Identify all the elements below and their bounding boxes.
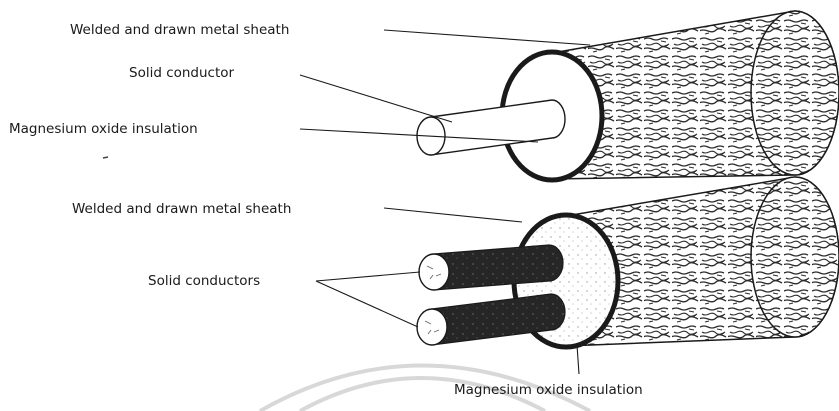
label-top-insulation: Magnesium oxide insulation: [9, 121, 198, 137]
label-bottom-sheath: Welded and drawn metal sheath: [72, 201, 291, 217]
label-top-conductor: Solid conductor: [129, 65, 235, 81]
bottom-cable: [417, 177, 839, 347]
label-bottom-conductors: Solid conductors: [148, 273, 260, 289]
stray-mark: [103, 157, 108, 158]
label-top-sheath: Welded and drawn metal sheath: [70, 22, 289, 38]
label-bottom-insulation: Magnesium oxide insulation: [454, 382, 643, 398]
leader-bottom-insulation: [577, 345, 579, 374]
leader-top-conductor: [300, 75, 452, 122]
leader-bottom-conductor-1: [316, 272, 420, 281]
leader-bottom-sheath: [384, 208, 522, 222]
top-cable: [417, 11, 839, 180]
leader-bottom-conductor-2: [316, 281, 418, 327]
leader-top-sheath: [384, 30, 590, 45]
